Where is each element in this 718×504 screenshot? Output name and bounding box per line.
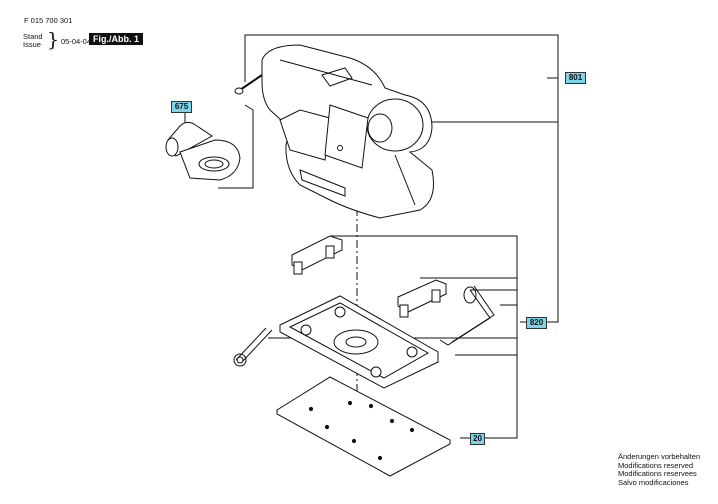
notice-line-fr: Modifications reservees (618, 469, 697, 479)
modifications-notice: Änderungen vorbehalten Modifications res… (618, 452, 701, 487)
notice-line-de: Änderungen vorbehalten (618, 452, 701, 461)
issue-date: 05-04-04 (61, 37, 92, 46)
leader-lines-675 (184, 104, 254, 189)
dust-adapter-part (165, 121, 241, 181)
callout-20: 20 (470, 433, 485, 445)
figure-label: Fig./Abb. 1 (89, 33, 143, 45)
callout-675: 675 (171, 101, 192, 113)
issue-label: Issue (23, 40, 41, 49)
base-plate-part (279, 295, 439, 389)
notice-line-en: Modifications reserved (618, 460, 694, 470)
clamp-bracket-right (397, 279, 447, 318)
clamp-wire-left (233, 327, 273, 367)
clamp-wire-right (439, 285, 495, 346)
notice-line-es: Salvo modificaciones (618, 477, 689, 487)
part-number: F 015 700 301 (24, 16, 73, 25)
screw-part (234, 74, 263, 95)
sanding-sheet-part (276, 376, 452, 477)
callout-801: 801 (565, 72, 586, 84)
stand-label: Stand (23, 32, 43, 41)
clamp-bracket-left (291, 235, 343, 275)
sander-housing-part (261, 44, 434, 219)
callout-820: 820 (526, 317, 547, 329)
brace-symbol: } (47, 29, 60, 51)
